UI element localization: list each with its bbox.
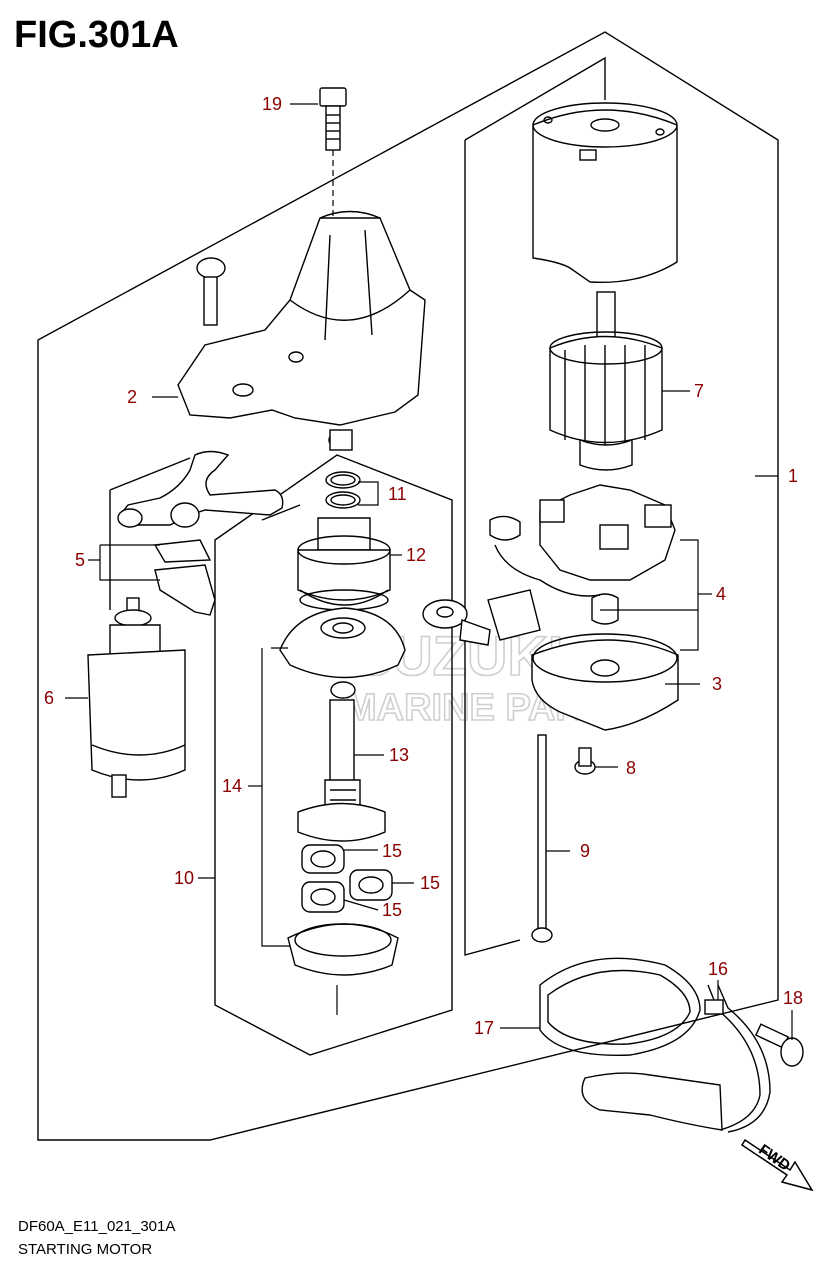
assembly-frame-armature (464, 140, 521, 956)
callout-6: 6 (44, 688, 54, 708)
part-2-housing (177, 210, 426, 451)
cover-screw (196, 257, 226, 326)
part-16-band-bracket (704, 984, 771, 1133)
callout-2: 2 (127, 387, 137, 407)
callouts: 19 2 1 11 12 5 7 4 3 6 13 8 14 9 15 10 1… (44, 94, 803, 1038)
callout-10: 10 (174, 868, 194, 888)
frame-10-group (214, 454, 453, 1056)
part-12-pinion-clutch (297, 517, 391, 611)
part-6-magnetic-switch (87, 597, 186, 798)
part-14-drive-housing (279, 607, 406, 699)
frame-10-top (261, 504, 301, 521)
callout-9: 9 (580, 841, 590, 861)
footer-figure-code: DF60A_E11_021_301A (18, 1218, 176, 1235)
callout-15-a: 15 (382, 841, 402, 861)
figure-title: FIG.301A (14, 14, 179, 56)
assembly-frame-outer (37, 31, 779, 1141)
leader-lines (65, 103, 793, 1040)
callout-18: 18 (783, 988, 803, 1008)
callout-12: 12 (406, 545, 426, 565)
part-18-bolt (754, 1023, 804, 1067)
callout-15-b: 15 (420, 873, 440, 893)
frame-5-top (109, 457, 191, 491)
callout-19: 19 (262, 94, 282, 114)
callout-16: 16 (708, 959, 728, 979)
callout-1: 1 (788, 466, 798, 486)
callout-4: 4 (716, 584, 726, 604)
callout-17: 17 (474, 1018, 494, 1038)
part-7-armature (549, 291, 663, 471)
internal-gear-ring (287, 923, 399, 976)
part-4-brush-holder (489, 484, 676, 625)
assembly-frame-armature-top (464, 56, 606, 141)
callout-7: 7 (694, 381, 704, 401)
part-9-through-bolt (531, 734, 553, 943)
part-13-pinion-shaft (297, 699, 386, 842)
footer-figure-name: STARTING MOTOR (18, 1241, 153, 1258)
part-5-shift-lever (117, 450, 284, 616)
part-1-yoke (532, 102, 678, 284)
part-19-bolt (319, 87, 347, 151)
callout-8: 8 (626, 758, 636, 778)
fwd-arrow: FWD (740, 1138, 814, 1192)
part-11-snap-ring (325, 471, 361, 509)
part-15-planetary-gears (301, 844, 393, 913)
part-4-terminal-lead (422, 589, 541, 646)
callout-11: 11 (388, 484, 407, 504)
callout-13: 13 (389, 745, 409, 765)
part-3-end-frame (531, 633, 679, 731)
callout-5: 5 (75, 550, 85, 570)
callout-14: 14 (222, 776, 242, 796)
callout-3: 3 (712, 674, 722, 694)
part-17-mounting-band (539, 957, 723, 1131)
callout-15-c: 15 (382, 900, 402, 920)
part-8-screw (574, 747, 596, 775)
